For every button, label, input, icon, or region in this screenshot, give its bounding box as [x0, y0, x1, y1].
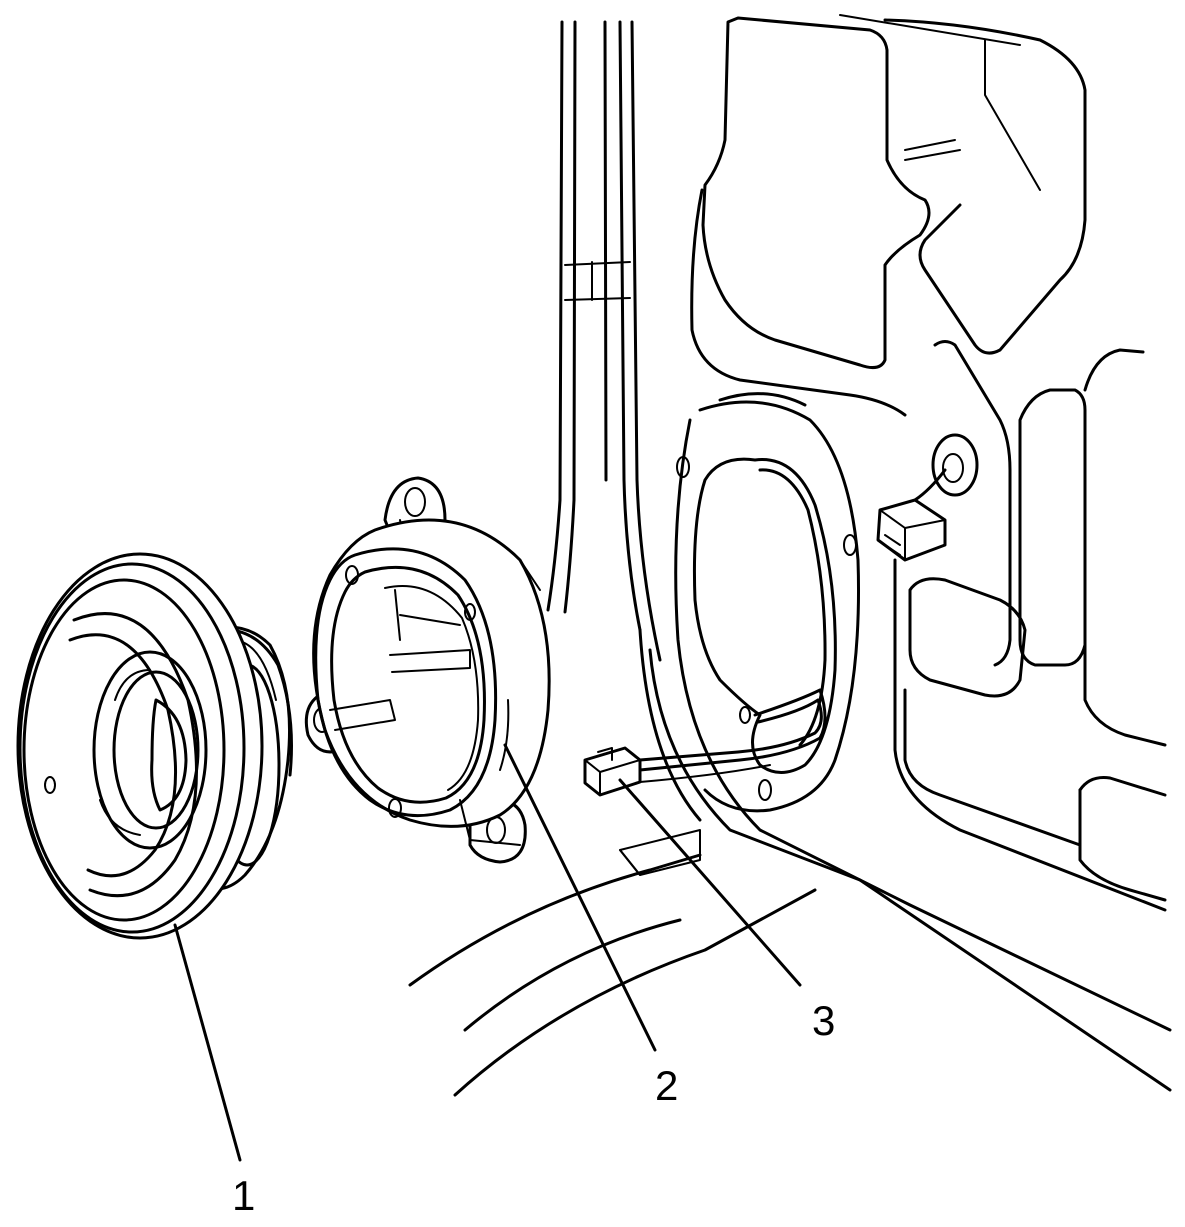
door-frame-pillar: [546, 20, 662, 662]
speaker: [16, 552, 293, 940]
inner-door-panel: [638, 14, 1172, 1092]
speaker-wire-harness: [583, 688, 827, 797]
speaker-adapter-bracket: [304, 476, 551, 864]
door-lower-contour: [408, 829, 817, 1097]
door-harness-connector: [876, 433, 979, 562]
callout-2-label: 2: [655, 1062, 678, 1109]
callout-3-leader: [618, 778, 802, 987]
callout-2-leader: [503, 743, 657, 1052]
callout-1-leader: [173, 923, 242, 1162]
callout-3-label: 3: [812, 997, 835, 1044]
callout-1-label: 1: [232, 1172, 255, 1219]
